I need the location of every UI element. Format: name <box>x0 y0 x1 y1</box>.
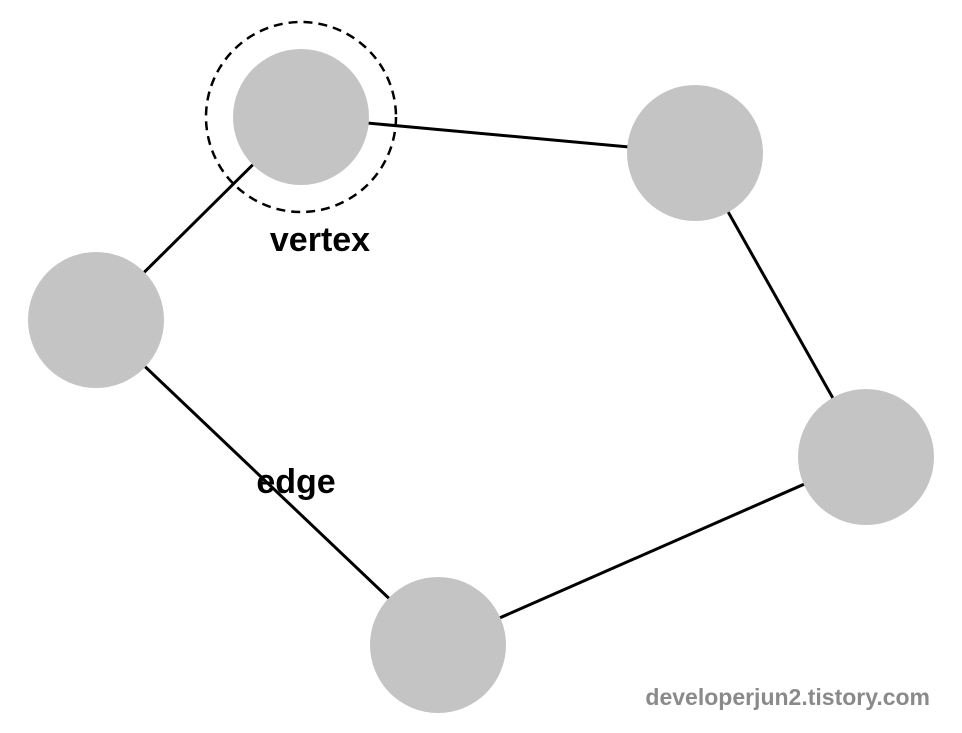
vertex-top-right <box>627 85 763 221</box>
vertex-bottom <box>370 577 506 713</box>
vertex-left <box>28 252 164 388</box>
watermark-text: developerjun2.tistory.com <box>645 684 930 710</box>
edge-label: edge <box>256 463 335 501</box>
edges-group <box>94 115 868 647</box>
vertex-right <box>798 389 934 525</box>
vertex-label: vertex <box>270 221 370 259</box>
vertex-highlight-ring <box>204 20 398 214</box>
vertex-top-left <box>233 49 369 185</box>
edge-bottom-left <box>94 318 440 647</box>
edge-right-bottom <box>437 455 867 647</box>
nodes-group <box>28 49 934 713</box>
